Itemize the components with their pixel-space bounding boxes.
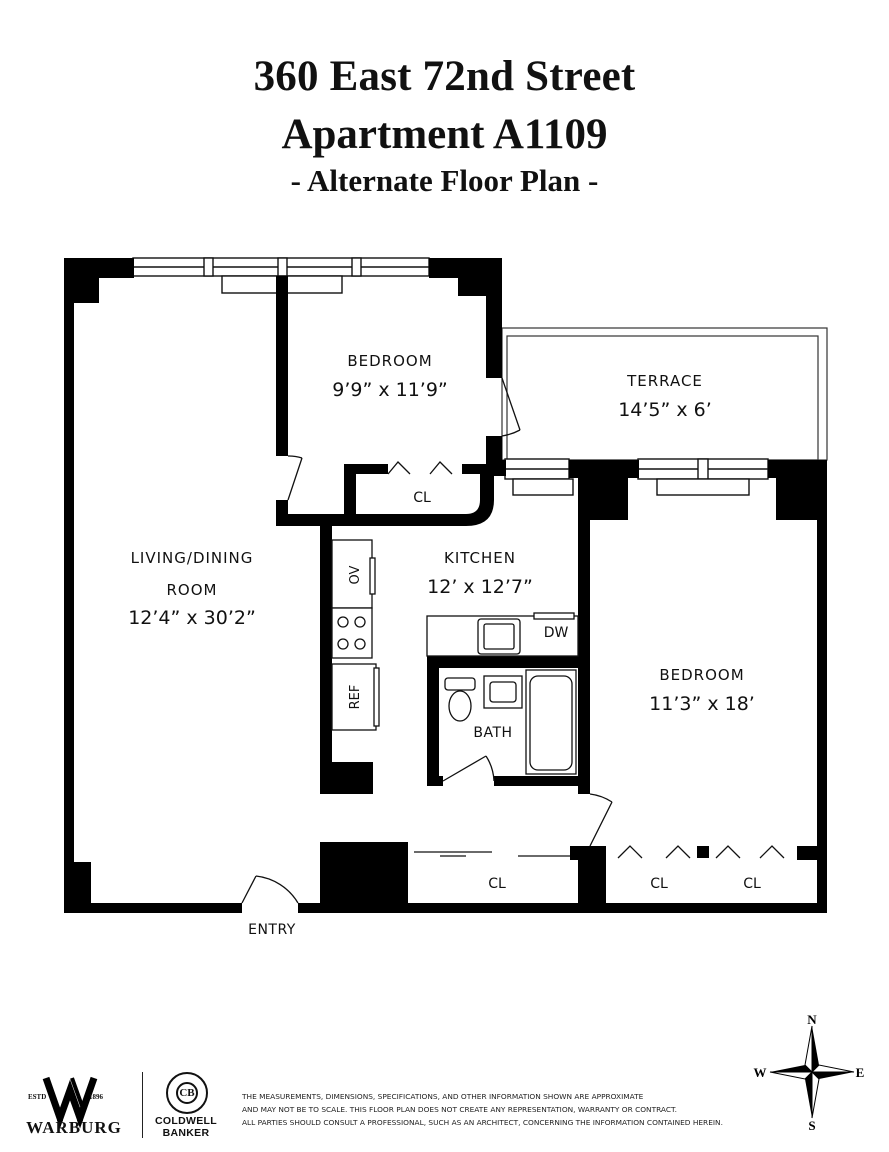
living-dims: 12’4” x 30’2” bbox=[128, 607, 256, 629]
bedroom1-name: BEDROOM bbox=[347, 352, 432, 370]
apartment-title: Apartment A1109 bbox=[281, 111, 608, 158]
dishwasher-label: DW bbox=[544, 625, 569, 641]
room-labels: BEDROOM 9’9” x 11’9” TERRACE 14’5” x 6’ … bbox=[128, 352, 761, 938]
terrace-name: TERRACE bbox=[626, 372, 703, 390]
coldwell-line1: COLDWELL bbox=[155, 1115, 217, 1127]
floor-plan: BEDROOM 9’9” x 11’9” TERRACE 14’5” x 6’ … bbox=[64, 257, 828, 938]
door-swings bbox=[241, 377, 785, 904]
warburg-logo-icon bbox=[42, 1076, 98, 1129]
living-name-1: LIVING/DINING bbox=[131, 549, 254, 567]
coldwell-wordmark: COLDWELL BANKER bbox=[150, 1115, 222, 1139]
disclaimer-line: The measurements, dimensions, specificat… bbox=[242, 1092, 644, 1101]
logo-divider bbox=[142, 1072, 143, 1138]
compass-e: E bbox=[856, 1065, 865, 1080]
plan-subtitle: - Alternate Floor Plan - bbox=[290, 163, 599, 198]
closet-label-bedroom2-left: CL bbox=[650, 876, 668, 892]
kitchen-name: KITCHEN bbox=[444, 549, 516, 567]
closet-label-hall: CL bbox=[488, 876, 506, 892]
entry-label: ENTRY bbox=[248, 922, 296, 938]
address-title: 360 East 72nd Street bbox=[253, 53, 636, 100]
bedroom2-name: BEDROOM bbox=[659, 666, 744, 684]
disclaimer-line: All parties should consult a professiona… bbox=[242, 1118, 723, 1127]
kitchen-fixtures bbox=[331, 539, 579, 775]
coldwell-line2: BANKER bbox=[162, 1127, 210, 1139]
compass-w: W bbox=[754, 1065, 767, 1080]
compass-rose-icon: N S E W bbox=[754, 1012, 865, 1133]
disclaimer: The measurements, dimensions, specificat… bbox=[242, 1090, 762, 1129]
terrace-outline bbox=[501, 327, 828, 461]
coldwell-monogram-icon: CB bbox=[176, 1082, 198, 1104]
terrace-dims: 14’5” x 6’ bbox=[618, 399, 712, 421]
bedroom2-dims: 11’3” x 18’ bbox=[649, 693, 755, 715]
bedroom1-dims: 9’9” x 11’9” bbox=[332, 379, 448, 401]
warburg-year: 1896 bbox=[89, 1093, 103, 1101]
fridge-label: REF bbox=[348, 685, 363, 710]
closet-label-bedroom2-right: CL bbox=[743, 876, 761, 892]
coldwell-seal-icon bbox=[166, 1072, 208, 1114]
oven-label: OV bbox=[348, 565, 363, 584]
disclaimer-line: and may not be to scale. This floor plan… bbox=[242, 1105, 678, 1114]
compass-n: N bbox=[807, 1012, 817, 1027]
warburg-wordmark: WARBURG bbox=[26, 1118, 122, 1137]
walls bbox=[64, 258, 827, 913]
bath-name: BATH bbox=[473, 725, 512, 741]
warburg-estd: ESTD bbox=[28, 1093, 47, 1101]
living-name-2: ROOM bbox=[167, 581, 218, 599]
kitchen-dims: 12’ x 12’7” bbox=[427, 576, 533, 598]
closet-label-bedroom1: CL bbox=[413, 490, 431, 506]
compass-s: S bbox=[808, 1118, 815, 1133]
